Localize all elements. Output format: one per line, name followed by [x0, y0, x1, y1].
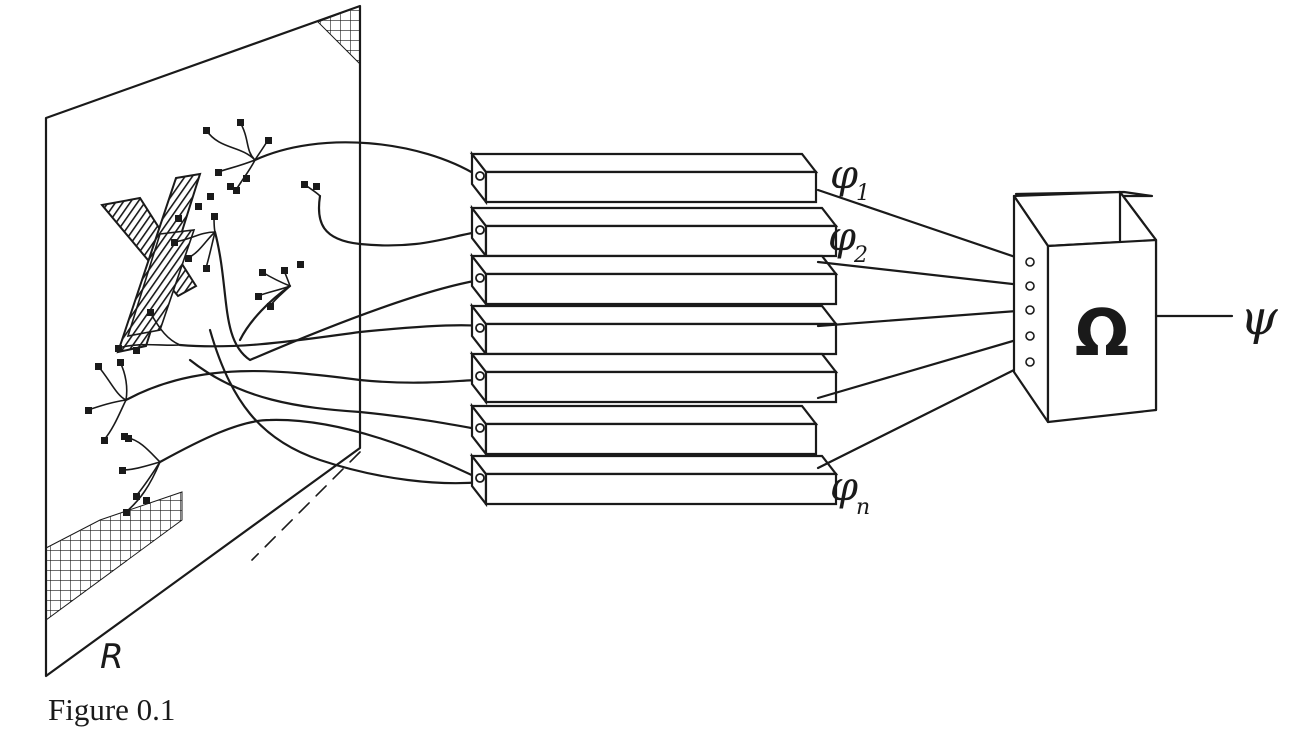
predicate-input-port: [476, 274, 484, 282]
predicate-box: [472, 256, 836, 304]
figure-caption: Figure 0.1: [48, 692, 175, 728]
predicate-label-phi-1: φ 1: [830, 152, 870, 206]
predicate-box: [472, 154, 816, 202]
svg-text:φ: φ: [830, 464, 858, 510]
svg-text:2: 2: [853, 243, 868, 268]
sensor-point: [227, 183, 234, 190]
predicate-boxes: [472, 154, 836, 504]
predicate-box: [472, 406, 816, 454]
sensor-point: [143, 497, 150, 504]
sensor-point: [297, 261, 304, 268]
perceptron-diagram: φ 1 φ 2 φ n Ω ψ R: [0, 0, 1306, 680]
retina-plane: [46, 6, 360, 676]
predicate-box: [472, 208, 836, 256]
output-symbol-psi: ψ: [1240, 290, 1279, 346]
predicate-input-port: [476, 324, 484, 332]
predicate-label-phi-2: φ 2: [828, 214, 868, 268]
omega-symbol: Ω: [1075, 297, 1129, 371]
predicate-input-port: [476, 372, 484, 380]
predicate-input-port: [476, 226, 484, 234]
svg-text:1: 1: [856, 181, 870, 206]
predicate-input-port: [476, 172, 484, 180]
sensor-point: [133, 347, 140, 354]
omega-decision-unit: Ω: [1014, 192, 1156, 422]
predicate-label-phi-n: φ n: [830, 464, 870, 520]
sensor-point: [207, 193, 214, 200]
sensor-point: [313, 183, 320, 190]
output: ψ: [1156, 290, 1279, 346]
predicate-box: [472, 456, 836, 504]
predicate-input-port: [476, 424, 484, 432]
svg-text:φ: φ: [830, 152, 858, 198]
retina-label: R: [100, 637, 124, 677]
svg-text:φ: φ: [828, 214, 856, 260]
svg-text:n: n: [856, 495, 870, 520]
sensor-point: [195, 203, 202, 210]
predicate-input-port: [476, 474, 484, 482]
sensor-point: [175, 215, 182, 222]
predicate-box: [472, 306, 836, 354]
predicate-box: [472, 354, 836, 402]
